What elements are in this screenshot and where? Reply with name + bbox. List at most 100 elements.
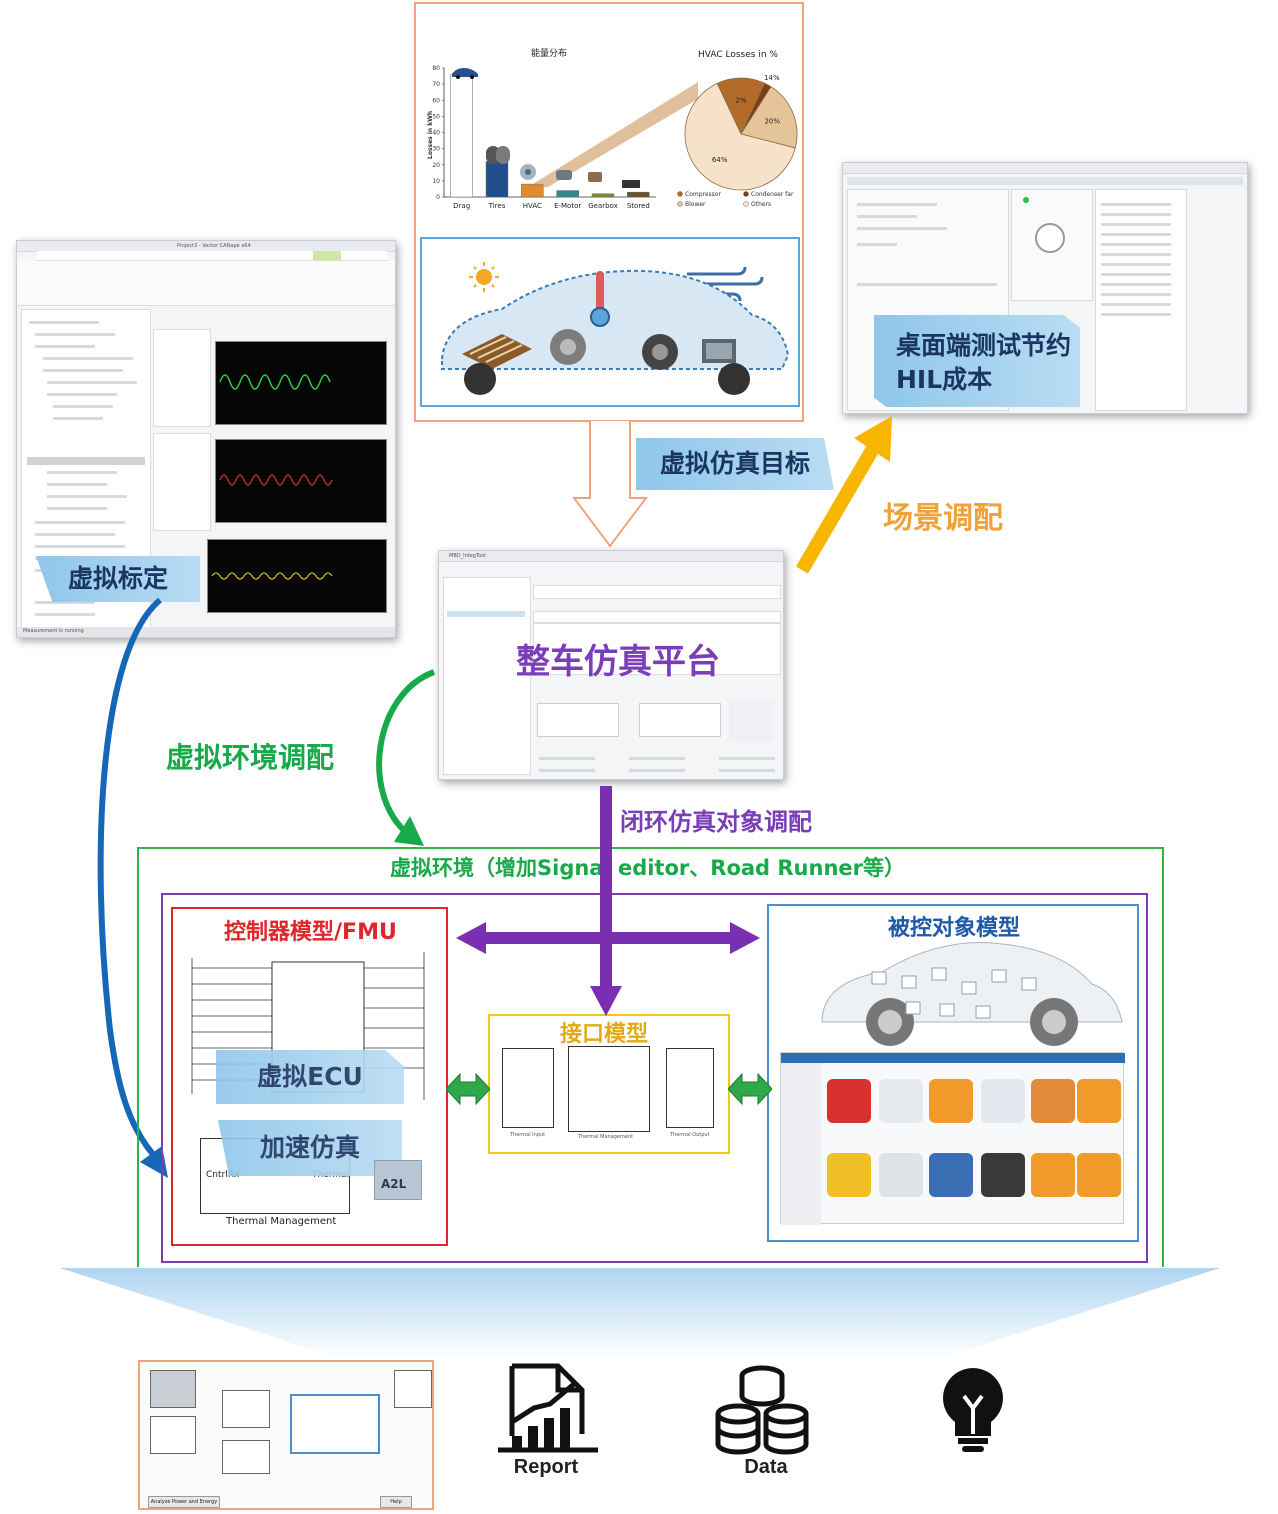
rear-wheel <box>464 363 496 395</box>
canape-status: Measurement is running <box>23 628 84 634</box>
wind-icon <box>687 266 764 302</box>
compressor-icon <box>550 329 586 365</box>
tile-box <box>929 1079 973 1123</box>
battery-icon <box>622 180 640 188</box>
ctrl-port-label: CntrlRx <box>206 1170 240 1180</box>
virtual-env-adapt-label: 虚拟环境调配 <box>166 741 335 774</box>
legend-swatch-2 <box>677 201 683 207</box>
visualization-block <box>394 1370 432 1408</box>
closed-loop-arrows <box>456 786 760 1016</box>
scenario-model-window: Analyze Power and Energy Help <box>138 1360 434 1510</box>
pie-chart-title: HVAC Losses in % <box>698 50 778 60</box>
bar-tires <box>485 161 509 198</box>
pie-label-2: 20% <box>764 118 780 126</box>
y-tick-label: 80 <box>432 65 440 72</box>
virtual-sim-target-callout: 虚拟仿真目标 <box>636 438 834 490</box>
sun-icon <box>469 262 499 292</box>
scene-adapt-label: 场景调配 <box>883 501 1003 536</box>
analyze-button[interactable]: Analyze Power and Energy <box>148 1496 220 1508</box>
platform-title: MBD_IntegTool <box>449 553 486 559</box>
thermal-input-block <box>502 1048 554 1128</box>
x-label-drag: Drag <box>453 202 470 210</box>
scope-red <box>215 439 387 523</box>
hvac-fan-icon <box>520 164 536 180</box>
plant-label: 被控对象模型 <box>888 916 1021 941</box>
tile-sedan <box>879 1079 923 1123</box>
tile-excavator <box>827 1153 871 1197</box>
wheel-icon <box>642 334 678 370</box>
virtual-env-adapt-arrow <box>376 669 436 846</box>
interface-plant-arrow <box>728 1072 772 1106</box>
thermal-management-label: Thermal Management <box>578 1134 634 1140</box>
bottom-glow <box>60 1268 1220 1358</box>
y-tick-label: 50 <box>432 113 440 120</box>
x-label-gearbox: Gearbox <box>588 202 618 210</box>
report-icon <box>498 1363 598 1453</box>
legend-label-0: Compressor <box>685 191 721 198</box>
virtual-calib-callout: 虚拟标定 <box>36 556 200 602</box>
tile-drone <box>879 1153 923 1197</box>
plant-car-diagram <box>821 942 1123 1046</box>
radiator-icon <box>462 334 532 369</box>
x-label-stored: Stored <box>627 202 650 210</box>
bar-gearbox <box>591 193 615 198</box>
hvac-module-icon <box>702 339 736 363</box>
controllers-block <box>222 1440 270 1474</box>
legend-swatch-1 <box>743 191 749 197</box>
accel-sim-callout: 加速仿真 <box>218 1120 402 1176</box>
pie-slice-2 <box>740 86 798 149</box>
tile-traffic-light <box>981 1153 1025 1197</box>
pie-label-3: 64% <box>712 156 728 164</box>
scope-green <box>215 341 387 425</box>
y-tick-label: 30 <box>432 146 440 153</box>
help-button[interactable]: Help <box>380 1496 412 1508</box>
platform-window: MBD_IntegTool <box>438 550 784 780</box>
legend-swatch-3 <box>743 201 749 207</box>
bar-drag <box>450 74 473 198</box>
canape-title: Project3 - Vector CANape x64 <box>177 243 251 249</box>
driver-block <box>222 1390 270 1428</box>
bar-hvac <box>521 183 544 198</box>
thermal-input-label: Thermal Input <box>510 1132 546 1138</box>
thermometer-icon <box>590 271 610 327</box>
y-tick-label: 70 <box>432 81 440 88</box>
car-body-outline <box>441 269 790 370</box>
a2l-file-icon: A2L <box>374 1160 422 1200</box>
energy-bar-pie-chart: 能量分布 HVAC Losses in % Losses in kWh 0 10 2… <box>427 47 798 210</box>
y-tick-label: 0 <box>436 194 440 201</box>
legend-swatch-0 <box>677 191 683 197</box>
controller-label: 控制器模型/FMU <box>224 920 397 945</box>
closed-loop-label: 闭环仿真对象调配 <box>620 808 812 836</box>
data-label: Data <box>744 1456 788 1478</box>
y-tick-label: 40 <box>432 130 440 137</box>
y-tick-label: 10 <box>432 178 440 185</box>
front-wheel <box>718 363 750 395</box>
legend-label-2: Blower <box>685 201 706 208</box>
model-library-window <box>780 1052 1125 1225</box>
down-arrow-outline <box>572 420 648 548</box>
x-label-e-motor: E-Motor <box>554 202 581 210</box>
tile-matlab <box>1031 1079 1075 1123</box>
tile-monster-truck <box>827 1079 871 1123</box>
car-icon <box>452 68 478 79</box>
y-axis-label: Losses in kWh <box>427 111 434 159</box>
canape-tab-graphic <box>313 251 341 261</box>
hvac-zoom-funnel <box>528 82 698 187</box>
lightbulb-icon <box>943 1368 1003 1452</box>
car-illustration <box>420 237 800 407</box>
tile-box-3 <box>1031 1153 1075 1197</box>
gauge-icon <box>1035 223 1065 253</box>
motor-icon <box>556 170 572 180</box>
data-icon <box>715 1365 809 1455</box>
desktop-hil-callout: 桌面端测试节约HIL成本 <box>874 315 1080 407</box>
y-tick-label: 20 <box>432 162 440 169</box>
tire-icon <box>486 146 510 164</box>
bar-chart-title: 能量分布 <box>531 47 567 59</box>
vehicle-block <box>290 1394 380 1454</box>
scene-adapt-arrow <box>795 416 892 574</box>
energy-chart-panel: 能量分布 HVAC Losses in % Losses in kWh 0 10 2… <box>414 2 804 422</box>
y-tick-label: 60 <box>432 97 440 104</box>
tile-box-4 <box>1077 1153 1121 1197</box>
status-led <box>1023 197 1029 203</box>
environment-block <box>150 1416 196 1454</box>
